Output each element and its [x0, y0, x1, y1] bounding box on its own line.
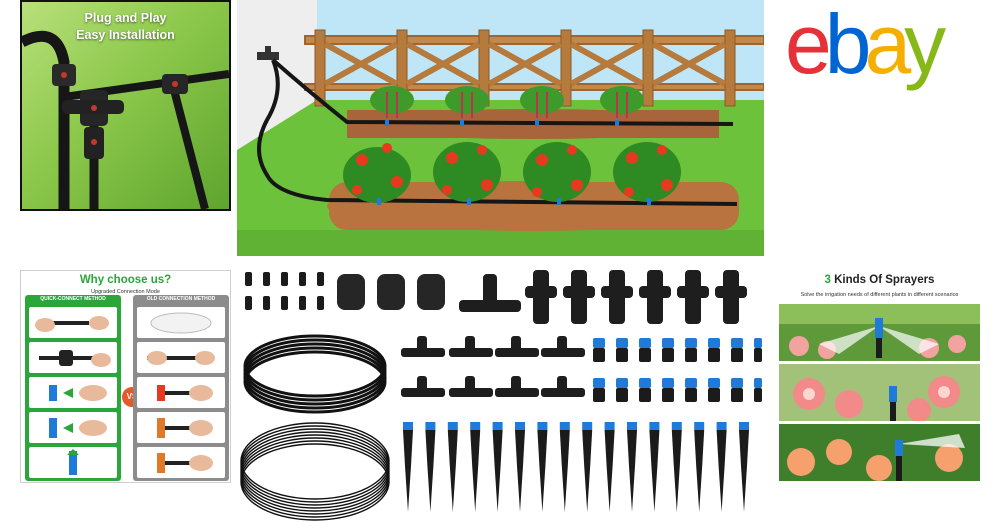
- stake-body: [470, 430, 481, 512]
- stake-body: [403, 430, 413, 512]
- quick-step-5: [29, 447, 117, 478]
- sprayer-photo-3: [779, 424, 980, 481]
- sprayers-subtitle: Solve the irrigation needs of different …: [800, 292, 959, 298]
- stake-body: [492, 430, 503, 512]
- stake-top: [403, 422, 413, 430]
- stake-body: [559, 430, 570, 512]
- stake-top: [425, 422, 436, 430]
- quick-step-2: [29, 342, 117, 373]
- garden-irrigation-scene[interactable]: [237, 0, 764, 256]
- quick-step-4: [29, 412, 117, 443]
- garden-illustration: [237, 0, 764, 256]
- quick-step-3: [29, 377, 117, 408]
- logo-letter-e: e: [785, 0, 832, 91]
- stake-body: [739, 430, 749, 512]
- stake-top: [694, 422, 705, 430]
- irrigation-kit-parts-image[interactable]: [237, 266, 764, 523]
- logo-letter-y: y: [904, 0, 946, 91]
- sprayers-title-text: Kinds Of Sprayers: [830, 274, 935, 286]
- stake-top: [649, 422, 660, 430]
- three-sprayers-image[interactable]: 3 Kinds Of Sprayers Solve the irrigation…: [775, 266, 984, 483]
- stake-body: [716, 430, 727, 512]
- kit-parts-illustration: [240, 270, 762, 521]
- sprayer-photo-1: [779, 304, 980, 361]
- stake-top: [492, 422, 503, 430]
- stake-top: [604, 422, 615, 430]
- quick-connect-column: QUICK-CONNECT METHOD: [25, 295, 121, 481]
- stake-top: [470, 422, 481, 430]
- stake-top: [739, 422, 749, 430]
- old-step-3: [137, 377, 225, 408]
- stake-body: [515, 430, 525, 512]
- stake-top: [447, 422, 458, 430]
- old-connection-column: OLD CONNECTION METHOD: [133, 295, 229, 481]
- stake-top: [716, 422, 727, 430]
- sprayers-title-number: 3: [824, 274, 831, 286]
- old-step-5: [137, 447, 225, 478]
- stake-body: [447, 430, 458, 512]
- stake-top: [537, 422, 548, 430]
- stake-body: [582, 430, 593, 512]
- sprayers-title: 3 Kinds Of Sprayers: [775, 274, 984, 286]
- stake-top: [582, 422, 593, 430]
- stake-top: [627, 422, 637, 430]
- plug-caption-line2: Easy Installation: [76, 28, 175, 42]
- why-subtitle: Upgraded Connection Mode: [91, 289, 160, 295]
- quick-step-1: [29, 307, 117, 338]
- stake-top: [671, 422, 682, 430]
- stake-body: [604, 430, 615, 512]
- old-connection-heading: OLD CONNECTION METHOD: [146, 296, 216, 302]
- stake-body: [425, 430, 436, 512]
- logo-letter-a: a: [864, 0, 911, 91]
- old-step-4: [137, 412, 225, 443]
- logo-letter-b: b: [824, 0, 872, 91]
- plug-and-play-image[interactable]: Plug and Play Easy Installation: [20, 0, 231, 211]
- plug-caption-line1: Plug and Play: [84, 11, 167, 25]
- ebay-logo[interactable]: ebay: [785, 0, 1000, 94]
- why-choose-us-image[interactable]: Why choose us? Upgraded Connection Mode …: [20, 270, 231, 483]
- stake-top: [515, 422, 525, 430]
- quick-connect-heading: QUICK-CONNECT METHOD: [40, 296, 106, 302]
- stake-body: [694, 430, 705, 512]
- stake-top: [559, 422, 570, 430]
- old-step-2: [137, 342, 225, 373]
- stake-body: [627, 430, 637, 512]
- sprayer-photo-2: [779, 364, 980, 421]
- stake-body: [537, 430, 548, 512]
- why-title: Why choose us?: [79, 274, 172, 286]
- stake-body: [671, 430, 682, 512]
- stake-body: [649, 430, 660, 512]
- old-step-1: [137, 307, 225, 338]
- plug-connector-illustration: [22, 30, 229, 209]
